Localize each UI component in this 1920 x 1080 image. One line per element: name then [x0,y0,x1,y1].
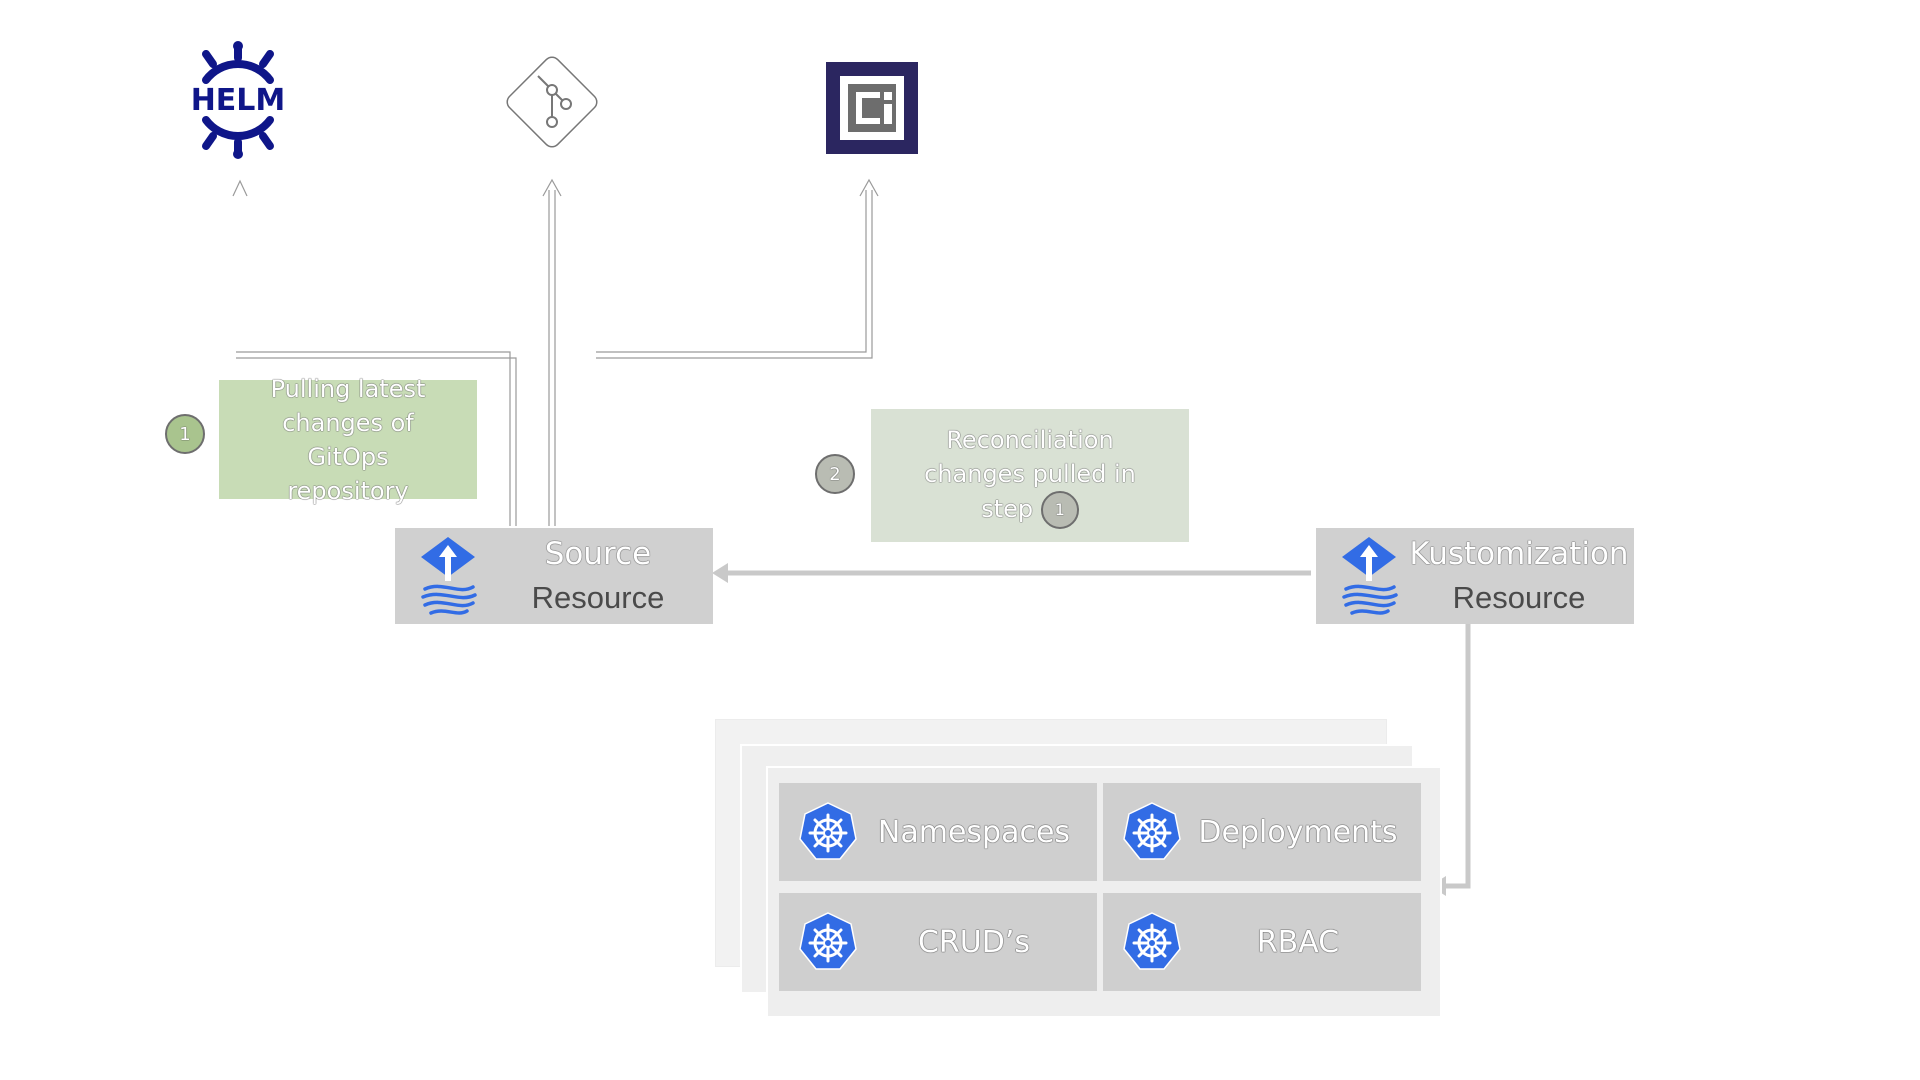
arrow-to-helm [232,179,517,526]
kubernetes-icon [799,802,857,860]
flux-icon [421,537,477,615]
k8s-object-label: RBAC [1256,924,1340,960]
source-resource-subtitle: Resource [531,580,665,615]
helm-logo-text: HELM [191,83,286,118]
step-2-text: Reconciliation changes pulled in step [924,425,1136,523]
step-1-note: Pulling latest changes of GitOps reposit… [219,375,477,505]
source-resource: Source Resource [395,528,713,624]
arrow-to-git [542,178,562,526]
git-icon [506,56,598,148]
arrow-kustomization-to-source [712,563,1311,583]
k8s-object-label: CRUD’s [917,924,1031,960]
ci-logo [826,62,918,154]
step-2-note: Reconciliation changes pulled in step 1 [871,409,1189,542]
kustomization-resource-subtitle: Resource [1452,580,1586,615]
kustomization-resource-title: Kustomization [1409,536,1629,572]
flux-icon [1342,537,1398,615]
helm-icon: HELM [191,41,286,159]
k8s-object-label: Deployments [1198,814,1398,850]
k8s-object-deployments: Deployments [1103,783,1421,881]
arrow-to-ci [596,178,879,359]
k8s-object-namespaces: Namespaces [779,783,1097,881]
k8s-object-label: Namespaces [877,814,1071,850]
kustomization-resource: Kustomization Resource [1316,528,1634,624]
kubernetes-icon [1123,802,1181,860]
ci-icon [826,62,918,154]
k8s-object-cruds: CRUD’s [779,893,1097,991]
helm-logo: HELM [182,40,294,160]
k8s-object-rbac: RBAC [1103,893,1421,991]
git-logo [500,50,604,154]
kubernetes-icon [1123,912,1181,970]
source-resource-title: Source [544,536,652,572]
step-1-badge: 1 [165,414,205,454]
step-2-badge: 2 [815,454,855,494]
kubernetes-icon [799,912,857,970]
step-2-inline-badge: 1 [1040,490,1079,529]
step-1-text: Pulling latest changes of GitOps reposit… [270,374,426,505]
